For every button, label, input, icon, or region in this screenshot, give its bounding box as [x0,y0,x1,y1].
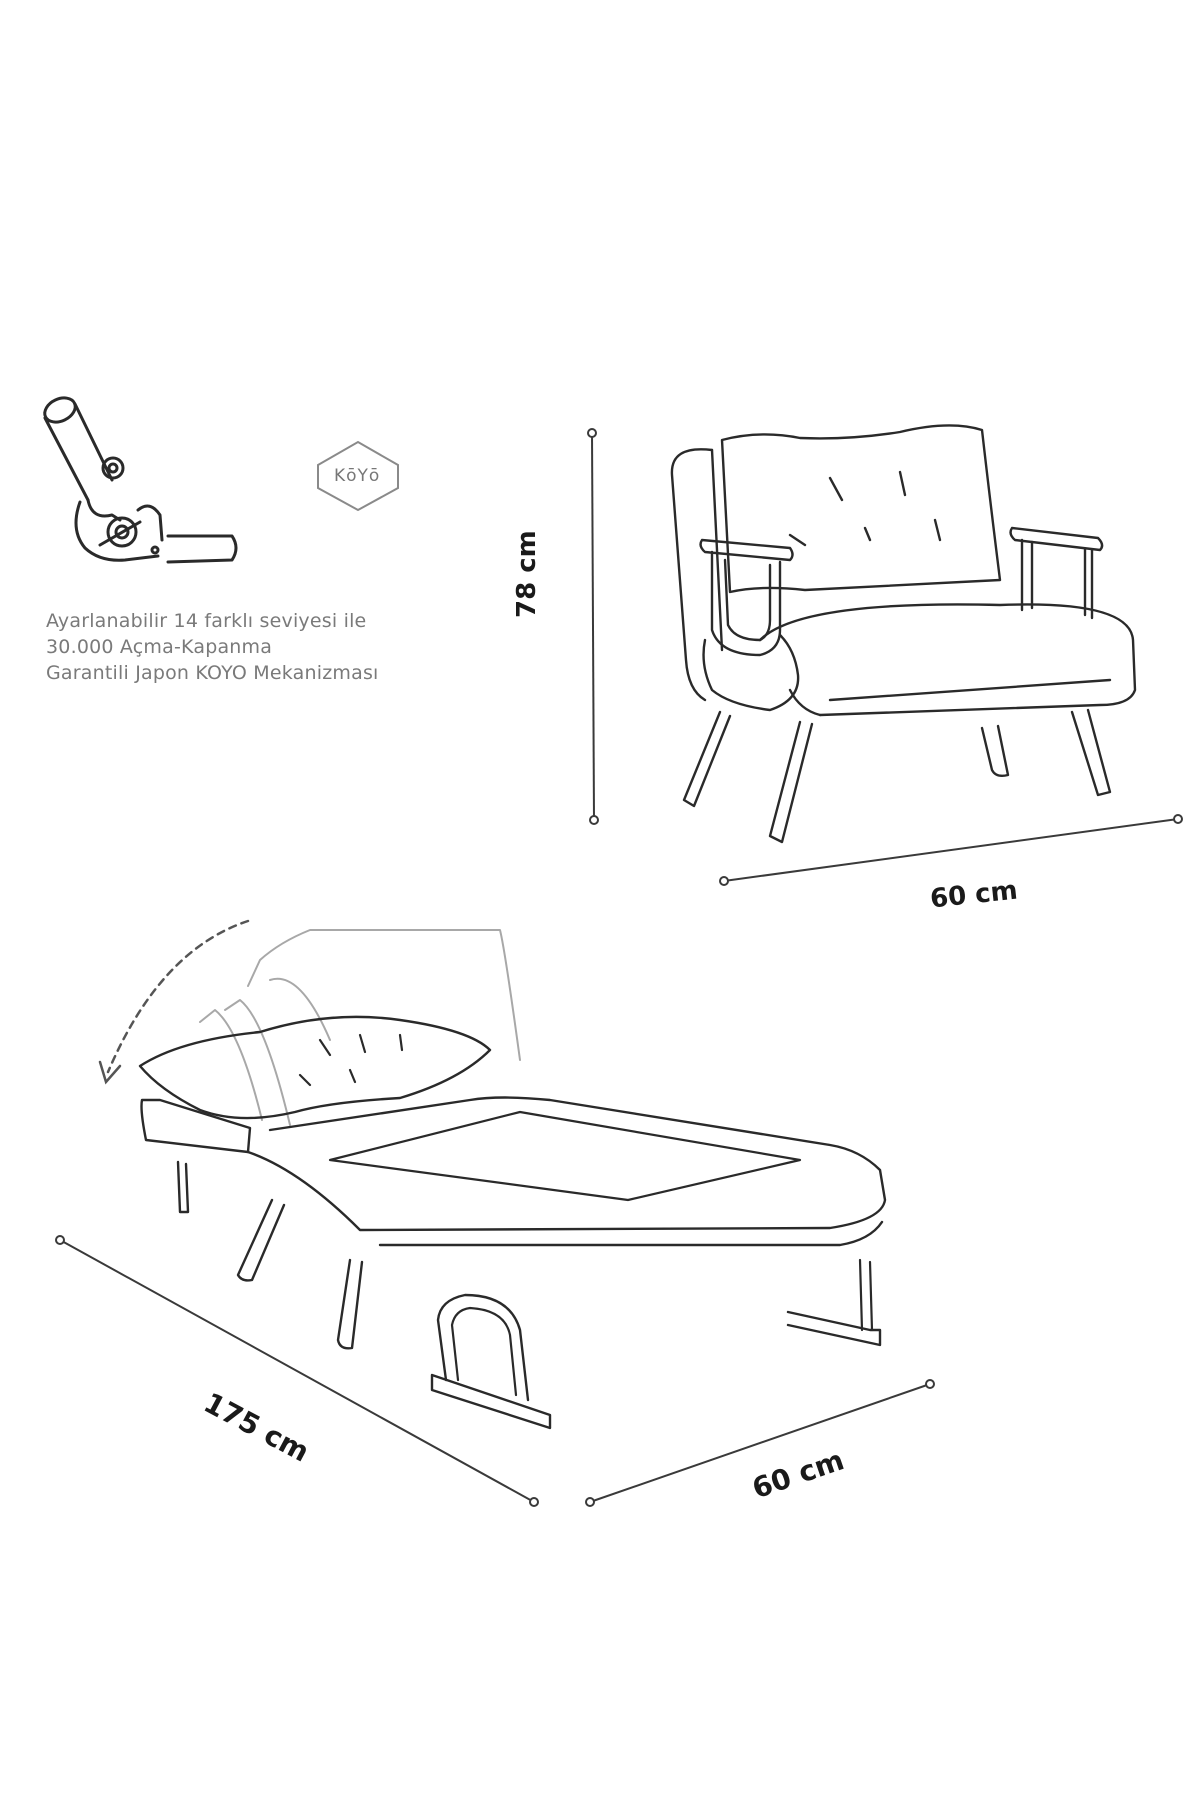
chair-width-line [719,814,1183,886]
chair-height-label: 78 cm [512,530,542,618]
bed-illustration [138,929,887,1430]
caption-line-3: Garantili Japon KOYO Mekanizması [46,662,379,684]
recline-arrowhead-icon [98,1060,122,1085]
chair-height-line [587,428,599,825]
mechanism-icon [43,396,238,564]
recline-arrow-icon [106,919,250,1074]
caption-line-2: 30.000 Açma-Kapanma [46,636,273,658]
koyo-logo [317,440,399,512]
caption-line-1: Ayarlanabilir 14 farklı seviyesi ile [46,610,367,632]
bed-width-line [585,1379,935,1507]
mechanism-caption: Ayarlanabilir 14 farklı seviyesi ile 30.… [46,608,486,686]
brand-label: KōYō [334,466,381,486]
bed-length-line [55,1235,539,1507]
chair-illustration [670,424,1137,844]
